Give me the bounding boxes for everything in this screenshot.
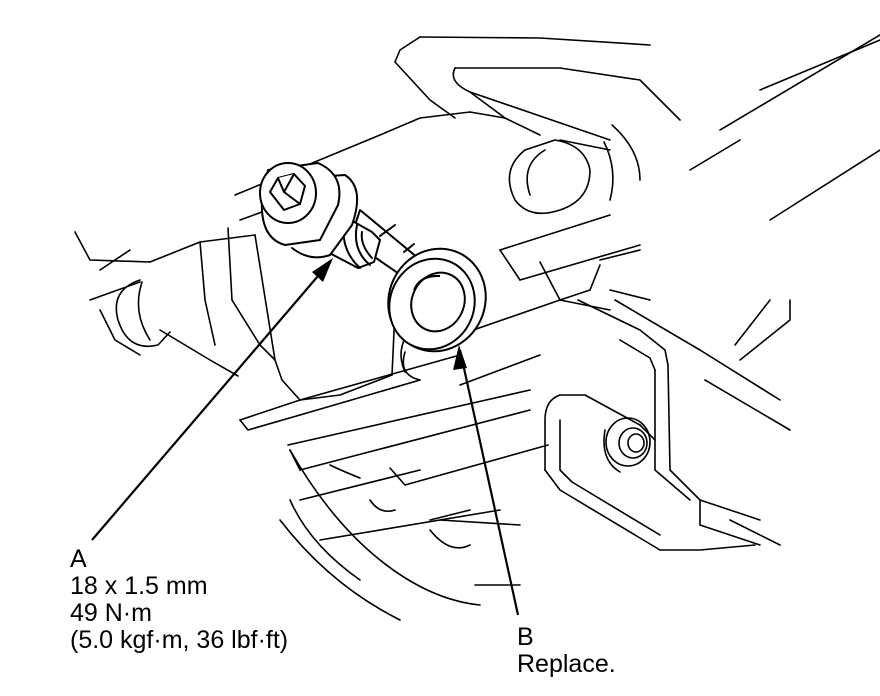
leader-arrow-a [91, 261, 331, 541]
callout-a-letter: A [70, 545, 87, 573]
callout-b-letter: B [517, 623, 534, 651]
bolt-size-label: 18 x 1.5 mm [70, 572, 208, 600]
upper-boss-outline [504, 117, 611, 215]
arrowhead-b [453, 345, 467, 370]
torque-alt-spec-label: (5.0 kgf·m, 36 lbf·ft) [70, 626, 289, 654]
rear-housing-outline [394, 34, 880, 361]
left-casting-outline [74, 227, 256, 377]
leader-arrow-b [458, 349, 520, 616]
arrowhead-a [312, 258, 333, 282]
replace-note-label: Replace. [517, 650, 616, 678]
flange-bolt [259, 162, 419, 279]
bracket-boss-outline [603, 417, 651, 473]
right-bracket-outline [544, 299, 791, 551]
torque-spec-label: 49 N·m [70, 599, 152, 627]
callout-a: A 18 x 1.5 mm 49 N·m (5.0 kgf·m, 36 lbf·… [70, 546, 288, 654]
sealing-washer [387, 247, 487, 353]
callout-b: B Replace. [517, 624, 616, 678]
leader-arrows [91, 258, 520, 616]
